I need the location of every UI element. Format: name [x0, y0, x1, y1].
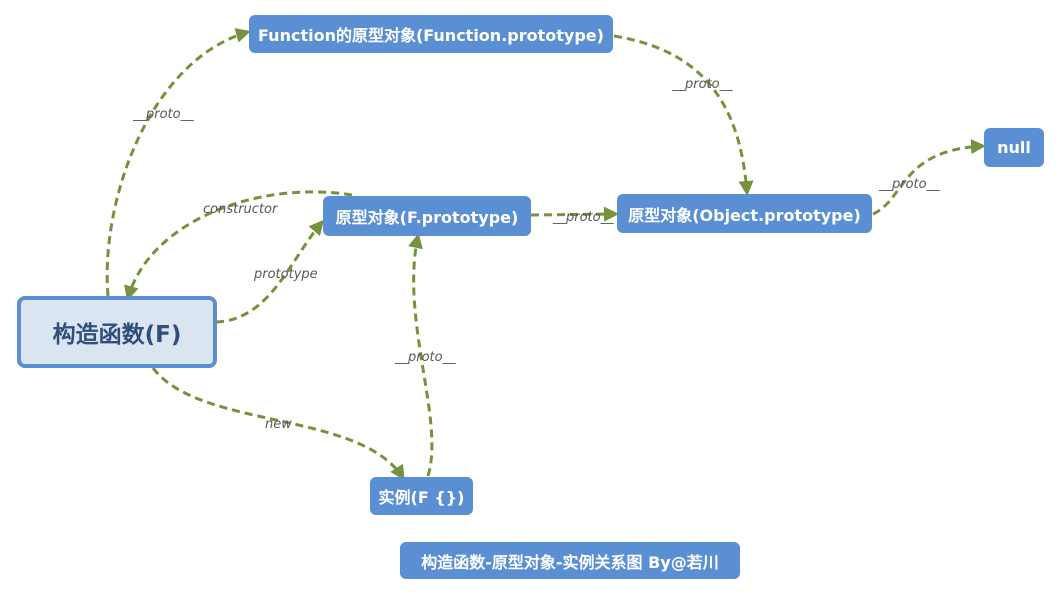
node-function-prototype: Function的原型对象(Function.prototype) — [249, 15, 613, 53]
edge-label-constructor: constructor — [203, 202, 279, 217]
edge-label-new: new — [265, 417, 292, 432]
node-constructor-f: 构造函数(F) — [17, 296, 217, 368]
node-instance: 实例(F {}) — [370, 477, 473, 515]
edge-label-prototype: prototype — [253, 267, 318, 282]
edge-f-to-function-proto — [105, 28, 251, 297]
edge-prototype — [215, 219, 324, 324]
edge-label-f-proto-to-object-proto: __proto__ — [552, 210, 614, 225]
diagram-caption: 构造函数-原型对象-实例关系图 By@若川 — [400, 542, 740, 579]
node-null: null — [984, 128, 1044, 167]
node-f-prototype: 原型对象(F.prototype) — [323, 196, 531, 236]
edge-instance-proto — [408, 233, 434, 477]
edge-label-f-to-function-proto: __proto__ — [132, 107, 194, 122]
edge-label-object-proto-to-null: __proto__ — [878, 177, 940, 192]
edge-new — [151, 367, 405, 481]
edge-function-proto-to-object-proto — [613, 34, 754, 196]
edge-label-instance-proto: __proto__ — [394, 350, 456, 365]
edge-constructor — [124, 190, 353, 301]
edge-f-proto-to-object-proto — [530, 206, 619, 222]
edge-label-function-proto-to-object-proto: __proto__ — [671, 77, 733, 92]
node-object-prototype: 原型对象(Object.prototype) — [617, 194, 872, 233]
edge-object-proto-to-null — [872, 139, 986, 216]
